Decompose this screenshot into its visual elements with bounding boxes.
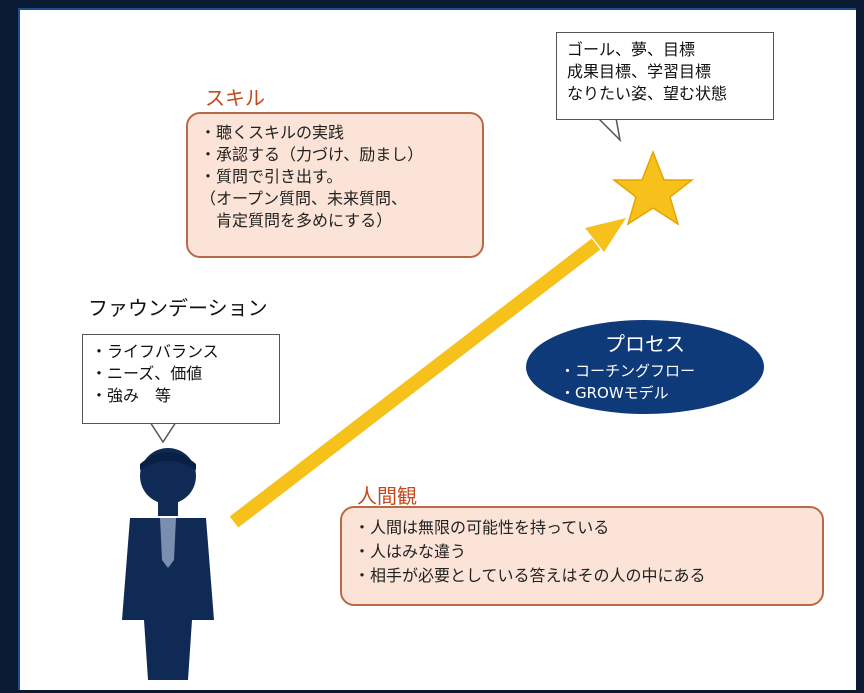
goal-line: なりたい姿、望む状態 (567, 84, 728, 103)
foundation-line: ・ニーズ、価値 (91, 364, 203, 383)
human-view-title: 人間観 (357, 484, 417, 508)
process-ellipse: プロセス ・コーチングフロー ・GROWモデル (526, 320, 764, 414)
human-view-line: ・人間は無限の可能性を持っている (354, 518, 610, 537)
skill-line: ・聴くスキルの実践 (200, 123, 345, 142)
process-item: ・GROWモデル (560, 384, 669, 402)
skill-line: （オープン質問、未来質問、 (200, 189, 408, 208)
skill-title: スキル (205, 86, 265, 110)
process-item: ・コーチングフロー (560, 362, 696, 380)
human-view-line: ・相手が必要としている答えはその人の中にある (354, 566, 706, 585)
person-icon (122, 448, 214, 680)
skill-line: ・質問で引き出す。 (200, 167, 343, 186)
goal-line: ゴール、夢、目標 (567, 40, 696, 59)
star-icon (611, 149, 695, 226)
process-title: プロセス (605, 332, 685, 356)
human-view-line: ・人はみな違う (354, 542, 467, 561)
goal-line: 成果目標、学習目標 (567, 62, 712, 81)
skill-line: ・承認する（力づけ、励まし） (200, 145, 424, 164)
human-view-box: ・人間は無限の可能性を持っている ・人はみな違う ・相手が必要としている答えはそ… (340, 506, 824, 606)
foundation-bubble-tail (148, 421, 178, 444)
foundation-line: ・ライフバランス (91, 342, 219, 361)
foundation-line: ・強み 等 (91, 386, 172, 405)
skill-box: ・聴くスキルの実践 ・承認する（力づけ、励まし） ・質問で引き出す。 （オープン… (186, 112, 484, 258)
foundation-bubble: ・ライフバランス ・ニーズ、価値 ・強み 等 (82, 334, 280, 424)
goal-bubble-tail (596, 117, 622, 143)
foundation-title: ファウンデーション (88, 296, 268, 320)
skill-line: 肯定質問を多めにする） (216, 211, 393, 230)
goal-bubble: ゴール、夢、目標 成果目標、学習目標 なりたい姿、望む状態 (556, 32, 774, 120)
arrow-icon (229, 218, 626, 528)
